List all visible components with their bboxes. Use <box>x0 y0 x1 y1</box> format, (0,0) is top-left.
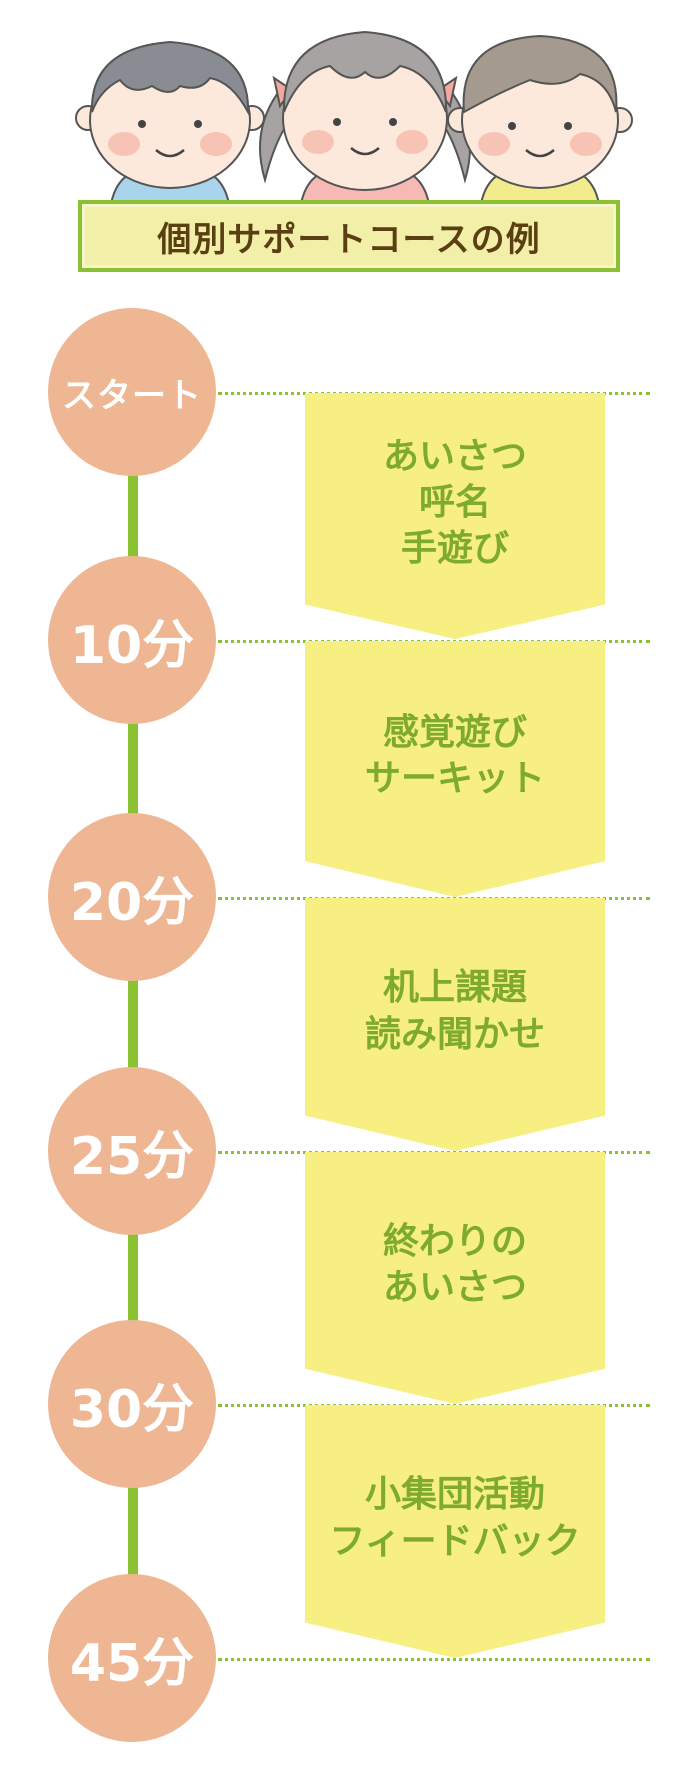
time-marker-45: 45分 <box>48 1574 216 1742</box>
page-title: 個別サポートコースの例 <box>78 200 620 272</box>
time-marker-start: スタート <box>48 308 216 476</box>
activity-label: 小集団活動 <box>364 1474 545 1516</box>
time-marker-20: 20分 <box>48 813 216 981</box>
activity-label: あいさつ <box>382 435 527 477</box>
dotted-line-45 <box>218 1658 650 1661</box>
activity-label: 机上課題 <box>382 967 527 1009</box>
activity-label: 手遊び <box>400 528 509 570</box>
activity-label: 感覚遊び <box>382 711 527 753</box>
activity-label: 終わりの <box>382 1220 527 1262</box>
activity-block-4: 終わりの あいさつ <box>305 1152 605 1404</box>
time-label: 25分 <box>69 1126 195 1187</box>
activity-label: あいさつ <box>382 1267 527 1308</box>
boy-right-illustration <box>447 34 633 210</box>
boy-left-illustration <box>75 40 265 210</box>
activity-block-5: 小集団活動 フィードバック <box>305 1405 605 1658</box>
time-label: 20分 <box>69 872 195 933</box>
time-label: 10分 <box>69 615 195 676</box>
activity-block-2: 感覚遊び サーキット <box>305 641 605 897</box>
activity-label: フィードバック <box>329 1520 581 1562</box>
activity-label: サーキット <box>364 758 545 799</box>
time-label: 45分 <box>69 1633 195 1694</box>
time-marker-10: 10分 <box>48 556 216 724</box>
girl-center-illustration <box>259 30 471 210</box>
activity-label: 呼名 <box>418 481 491 523</box>
time-marker-25: 25分 <box>48 1067 216 1235</box>
time-label: 30分 <box>69 1379 195 1440</box>
activity-block-1: あいさつ 呼名 手遊び <box>305 393 605 639</box>
time-label: スタート <box>62 375 202 416</box>
activity-block-3: 机上課題 読み聞かせ <box>305 898 605 1151</box>
children-illustration <box>75 30 633 210</box>
timeline-line <box>128 380 138 1670</box>
page-title-text: 個別サポートコースの例 <box>157 219 541 260</box>
time-marker-30: 30分 <box>48 1320 216 1488</box>
activity-label: 読み聞かせ <box>364 1013 545 1055</box>
